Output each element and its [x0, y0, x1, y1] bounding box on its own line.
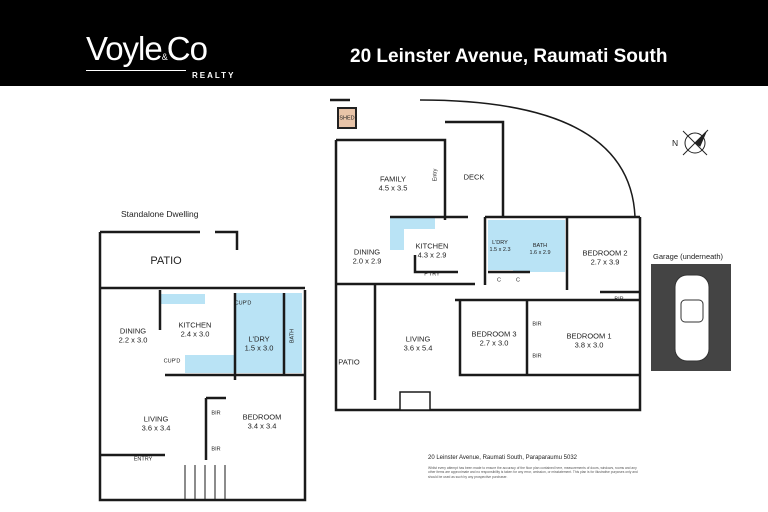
closet: C: [497, 277, 501, 284]
page-title: 20 Leinster Avenue, Raumati South: [350, 46, 668, 67]
standalone-walls: [98, 230, 307, 502]
label-entry: Entry: [432, 168, 439, 182]
room-deck: DECK: [463, 172, 485, 182]
closet: C: [516, 277, 520, 284]
logo-underline: [86, 70, 186, 71]
room-pantry: P'TRY: [424, 271, 440, 278]
compass-label: N: [672, 138, 679, 148]
garage-caption: Garage (underneath): [653, 252, 724, 261]
standalone-caption: Standalone Dwelling: [121, 209, 199, 219]
brand-logo-sub: REALTY: [192, 71, 236, 80]
room-bath: BATH: [289, 328, 296, 344]
room-patio: PATIO: [338, 357, 360, 367]
room-patio: PATIO: [150, 255, 182, 268]
room-bir: BIR: [532, 321, 542, 328]
room-cupboard: CUP'D: [234, 300, 252, 307]
entry-steps: [184, 465, 226, 500]
car-icon: [674, 274, 710, 362]
main-house-walls: [330, 98, 642, 412]
footer-address: 20 Leinster Avenue, Raumati South, Parap…: [428, 455, 577, 461]
north-arrow-icon: [682, 129, 709, 156]
room-bir: BIR: [211, 446, 221, 453]
room-shed: SHED: [339, 115, 355, 122]
wet-areas: [160, 217, 565, 373]
footer-disclaimer: Whilst every attempt has been made to en…: [428, 466, 638, 479]
header-bar: Voyle&Co REALTY 20 Leinster Avenue, Raum…: [0, 0, 768, 86]
fireplace: [399, 391, 431, 411]
room-bir: BIR: [211, 410, 221, 417]
room-cupboard: CUP'D: [163, 358, 181, 365]
shed: [337, 107, 357, 129]
brand-logo: Voyle&Co: [86, 30, 208, 67]
room-entry: ENTRY: [133, 456, 153, 463]
room-bir: BIR: [614, 296, 624, 303]
room-bir: BIR: [532, 353, 542, 360]
